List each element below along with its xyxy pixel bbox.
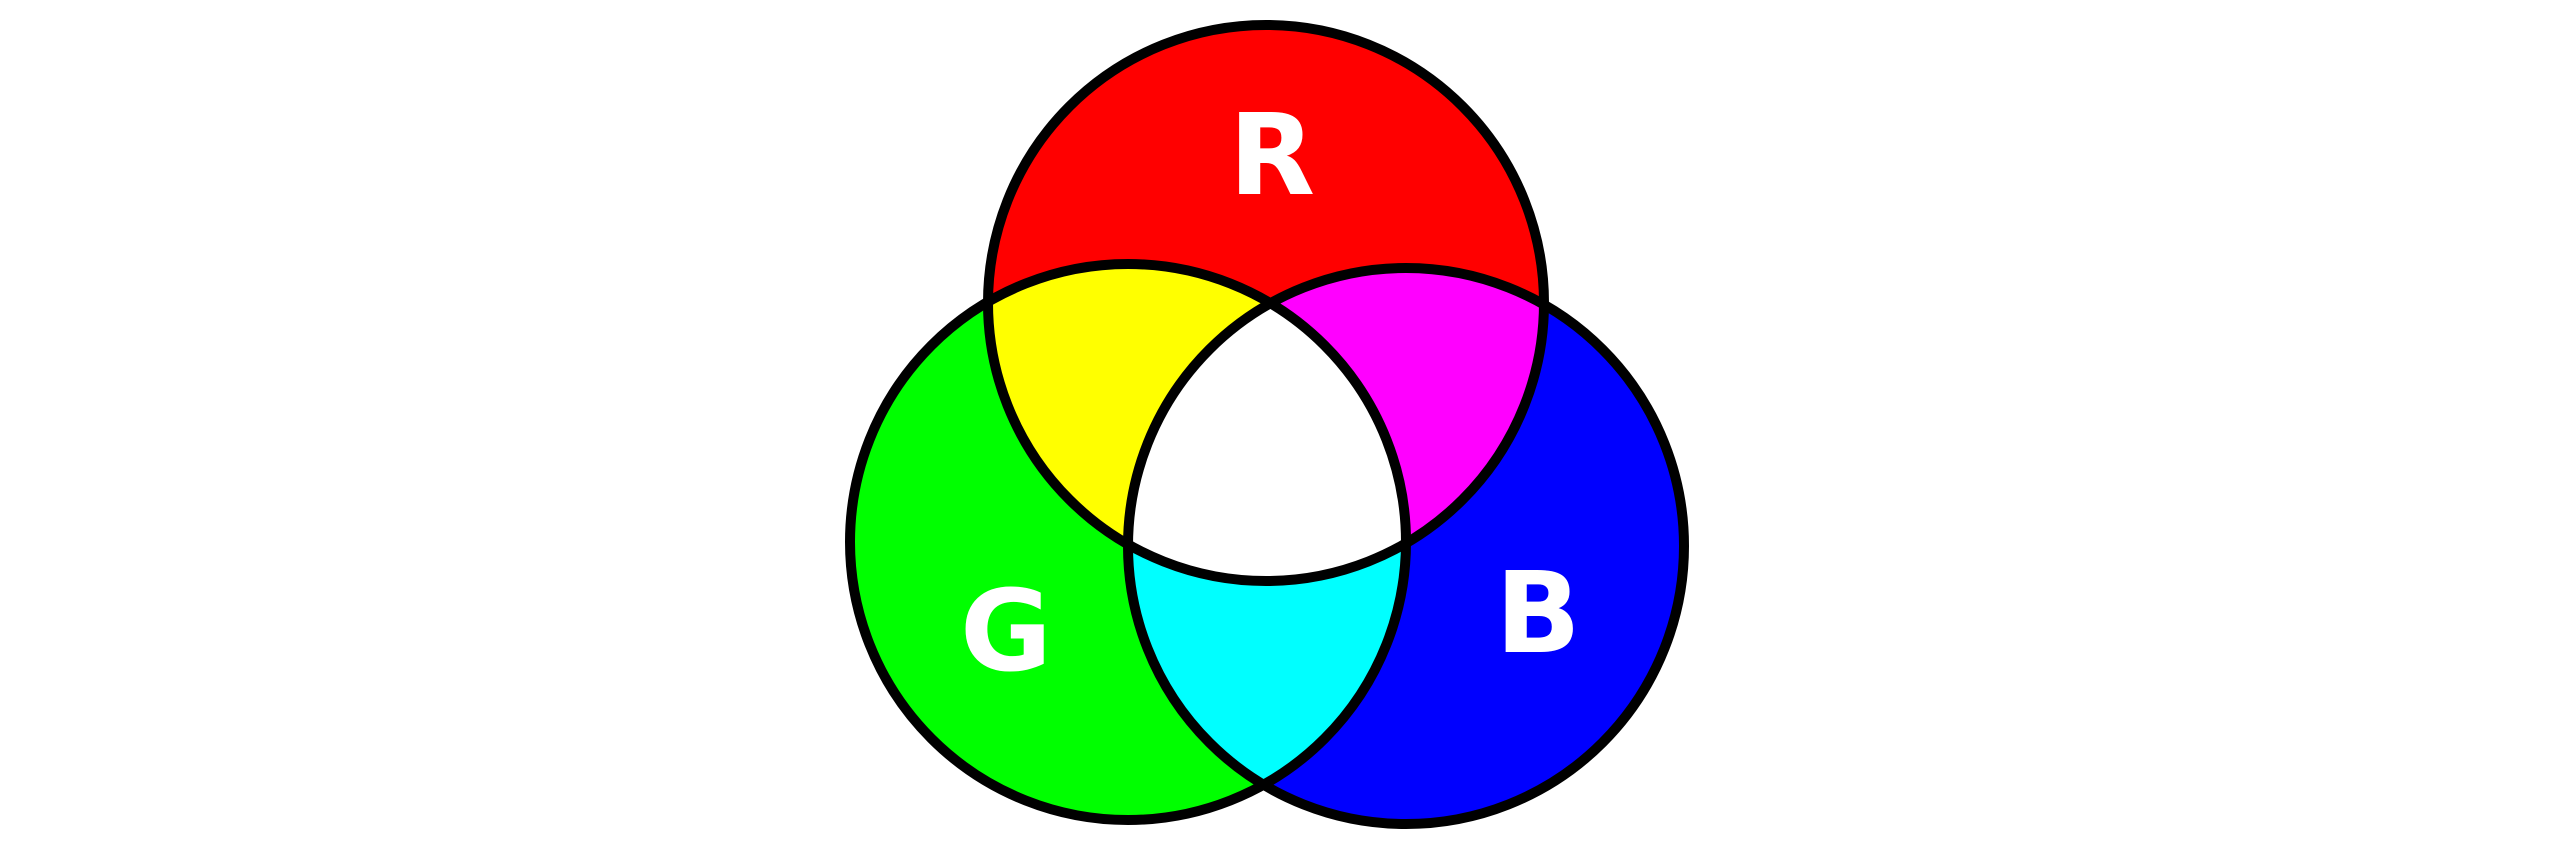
blue-circle-outline	[1123, 263, 1689, 829]
green-label: G	[960, 567, 1052, 697]
green-circle-outline	[845, 259, 1411, 825]
white-center-overlap	[1128, 268, 1406, 581]
blue-label: B	[1495, 549, 1580, 679]
red-label: R	[1229, 91, 1315, 221]
